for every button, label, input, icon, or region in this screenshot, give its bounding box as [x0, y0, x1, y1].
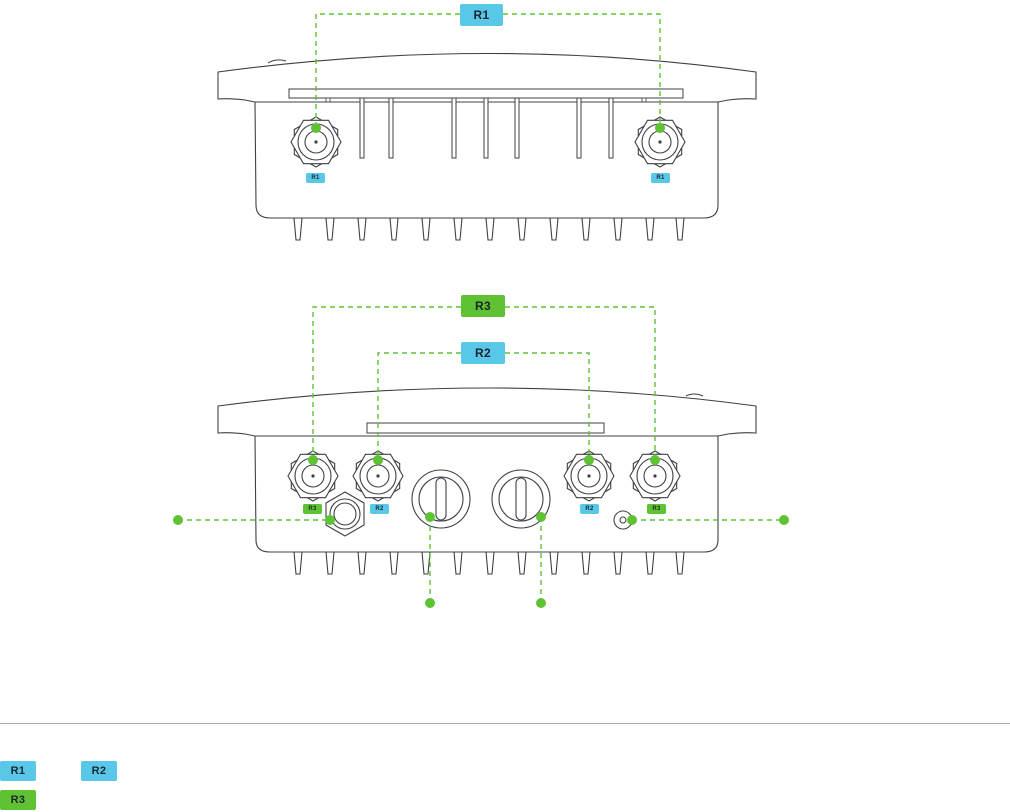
legend-divider [0, 723, 1010, 724]
r1-port-dot-left [311, 123, 321, 133]
vent-dot [627, 515, 637, 525]
gland-dot [325, 515, 335, 525]
port-cap-left-end-dot [425, 598, 435, 608]
port-cap-right-end-dot [536, 598, 546, 608]
r3-port-dot-left [308, 455, 318, 465]
legend-item-r3: R3 [0, 790, 36, 810]
port-label-r3-right: R3 [647, 504, 666, 514]
legend-item-r2: R2 [81, 761, 117, 781]
port-label-r3-left: R3 [303, 504, 322, 514]
r1-port-dot-right [655, 123, 665, 133]
port-label-r2-right: R2 [580, 504, 599, 514]
port-cap-right-dot [536, 512, 546, 522]
r3-callout-label: R3 [461, 295, 505, 317]
r2-port-dot-right [584, 455, 594, 465]
port-label-r1-left: R1 [306, 173, 325, 183]
r1-callout-label: R1 [460, 4, 503, 26]
port-cap-left-dot [425, 512, 435, 522]
r2-callout-label: R2 [461, 342, 505, 364]
vent-callout-end-dot [779, 515, 789, 525]
port-cap-left [412, 470, 470, 528]
top-view-device [218, 54, 756, 241]
r2-port-dot-left [373, 455, 383, 465]
port-label-r1-right: R1 [651, 173, 670, 183]
r3-port-dot-right [650, 455, 660, 465]
port-label-r2-left: R2 [370, 504, 389, 514]
legend-item-r1: R1 [0, 761, 36, 781]
bottom-view-device [218, 388, 756, 574]
gland-callout-end-dot [173, 515, 183, 525]
